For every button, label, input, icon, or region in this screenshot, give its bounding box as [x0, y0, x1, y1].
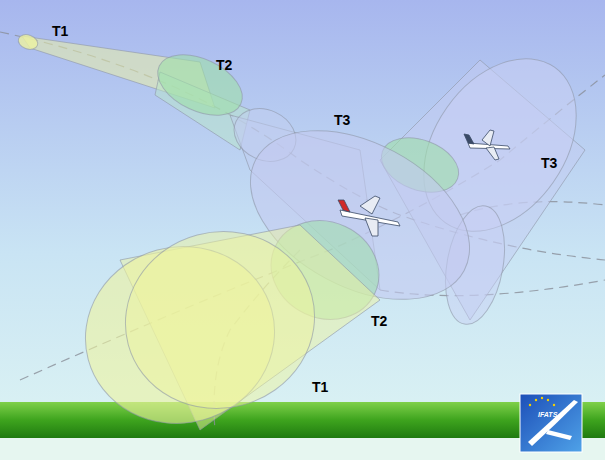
tube-label: T1	[52, 24, 68, 38]
tube-label: T3	[334, 113, 350, 127]
tube-label: T2	[371, 314, 387, 328]
logo-text: IFATS	[538, 411, 557, 418]
tube-label: T3	[541, 156, 557, 170]
tube-label: T2	[216, 58, 232, 72]
tube-label: T1	[312, 380, 328, 394]
